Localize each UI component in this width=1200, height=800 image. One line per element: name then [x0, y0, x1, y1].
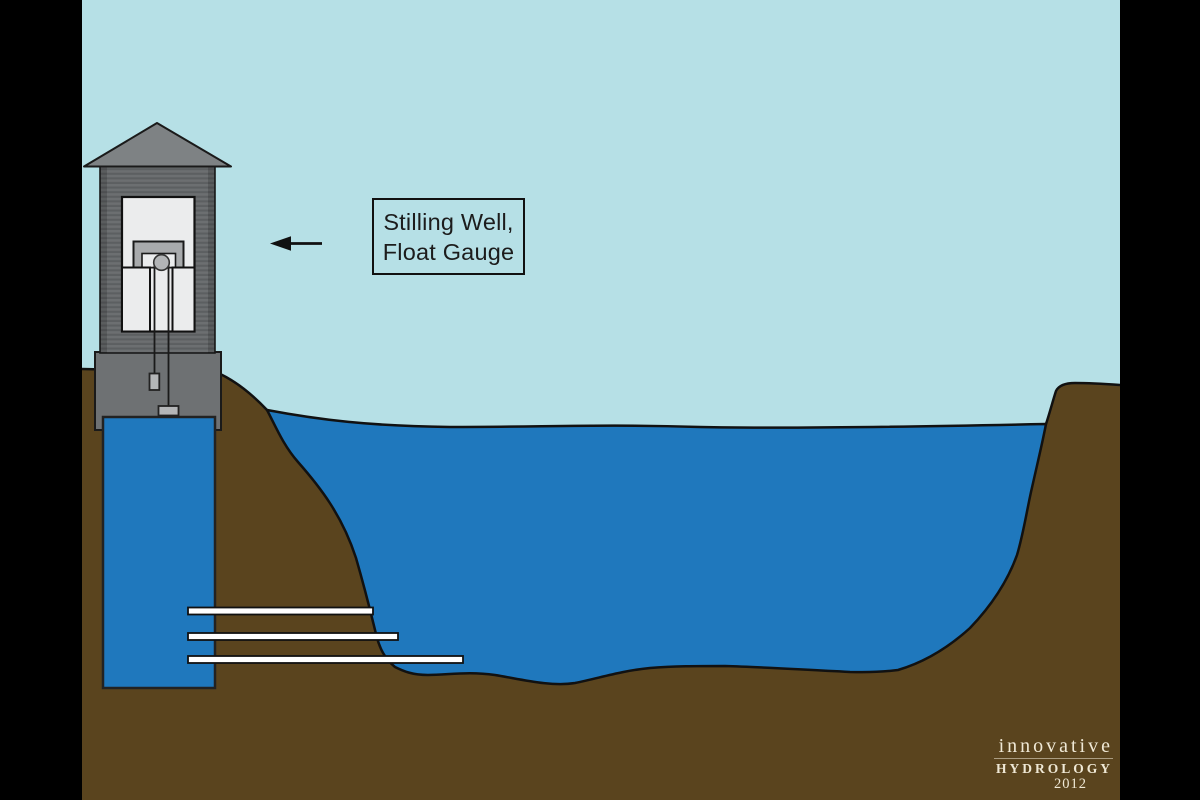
intake-pipe-2 — [187, 632, 399, 641]
river-water — [265, 408, 1048, 686]
shelter-shelf-right — [171, 266, 196, 333]
well-water-column — [101, 415, 217, 690]
float — [157, 405, 180, 417]
watermark-year: 2012 — [1054, 776, 1087, 792]
intake-pipe-3 — [187, 655, 464, 664]
shelter-shelf-left — [121, 266, 151, 333]
gauge-house-roof — [83, 122, 232, 168]
watermark-brand-bottom: HYDROLOGY — [995, 761, 1113, 776]
watermark-divider — [994, 758, 1113, 759]
intake-pipe-1 — [187, 606, 374, 616]
gauge-house-shade-right — [208, 166, 215, 353]
label-box: Stilling Well, Float Gauge — [372, 198, 525, 275]
watermark-brand-top: innovative — [998, 735, 1113, 757]
label-line-2: Float Gauge — [382, 238, 515, 265]
callout-arrow — [270, 236, 322, 251]
label-line-1: Stilling Well, — [383, 208, 514, 235]
pulley-wheel — [152, 253, 171, 272]
watermark-logo: innovative HYDROLOGY 2012 — [994, 736, 1113, 793]
ground-surface-right — [1044, 381, 1120, 425]
counterweight — [148, 372, 161, 391]
gauge-house-shade-left — [100, 166, 107, 353]
